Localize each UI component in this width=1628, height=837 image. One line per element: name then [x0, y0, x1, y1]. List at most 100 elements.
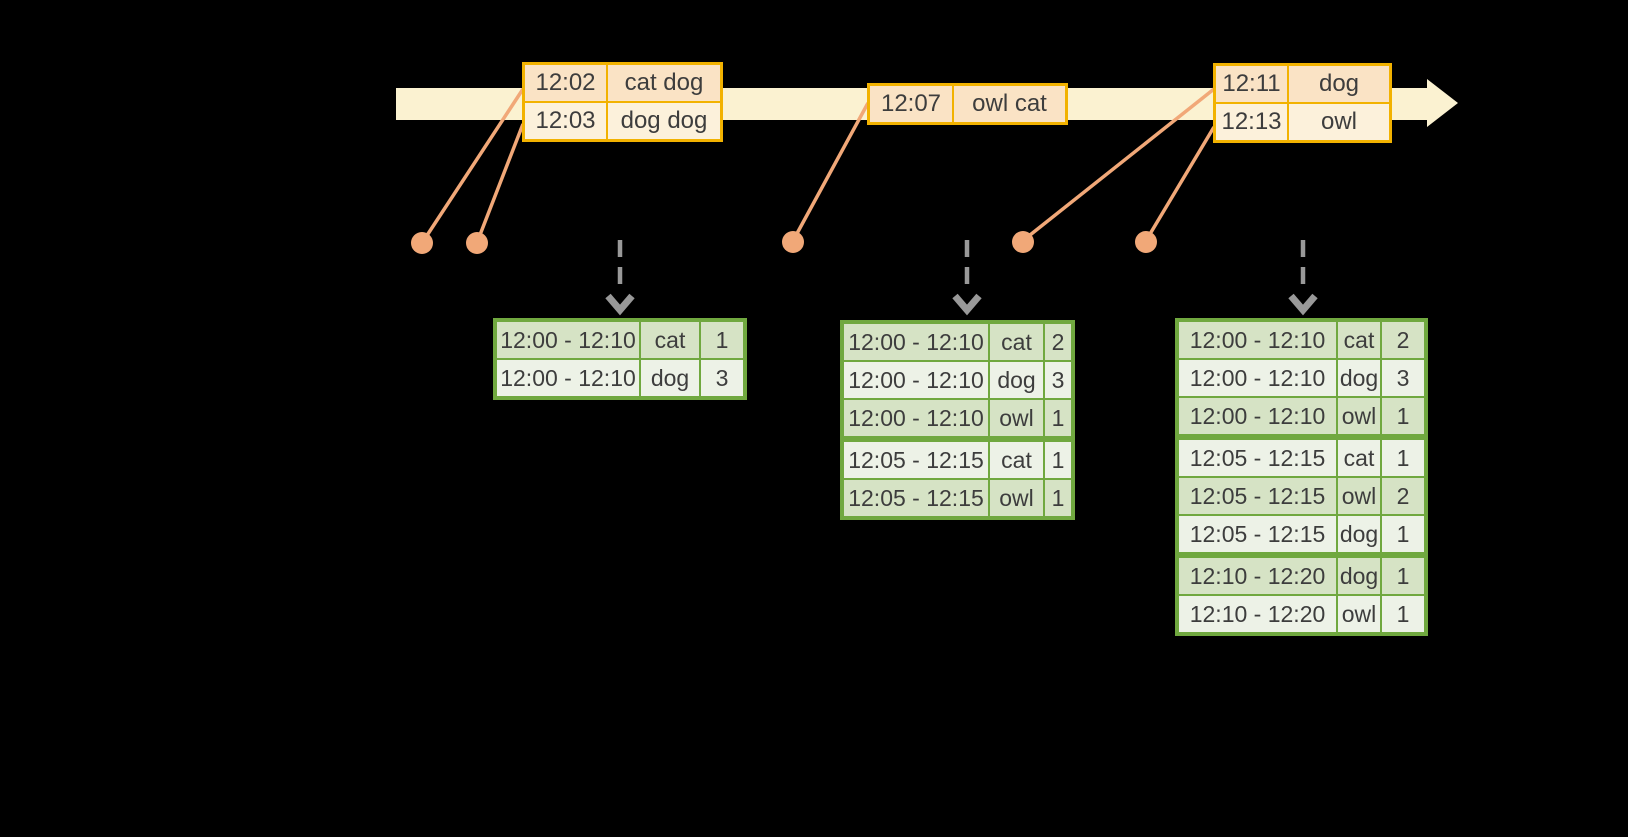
event-connector-line	[422, 88, 525, 241]
table-cell: dog dog	[606, 101, 723, 142]
table-cell: 12:02	[522, 62, 608, 103]
event-connector-line	[792, 102, 870, 240]
table-cell: 1	[1380, 594, 1427, 635]
event-time-axis-arrowhead	[1427, 79, 1458, 127]
table-cell: 1	[1380, 514, 1427, 556]
table-cell: 3	[699, 358, 746, 399]
table-cell: cat	[1336, 319, 1382, 360]
event-marker-dot	[466, 232, 488, 254]
table-cell: dog	[1336, 514, 1382, 556]
table-cell: owl	[988, 398, 1045, 440]
table-cell: 12:00 - 12:10	[1176, 319, 1338, 360]
table-cell: 12:05 - 12:15	[1176, 476, 1338, 516]
table-cell: cat	[1336, 434, 1382, 478]
table-cell: 12:13	[1213, 102, 1289, 143]
table-cell: 3	[1043, 360, 1074, 400]
table-cell: 1	[1043, 478, 1074, 519]
table-cell: 12:00 - 12:10	[841, 321, 990, 362]
table-cell: dog	[1336, 552, 1382, 596]
table-cell: 12:07	[867, 83, 954, 125]
event-marker-dot	[1012, 231, 1034, 253]
table-cell: 1	[1380, 552, 1427, 596]
table-cell: owl	[1336, 476, 1382, 516]
table-cell: 1	[699, 319, 746, 360]
table-cell: 12:05 - 12:15	[841, 478, 990, 519]
table-cell: 12:11	[1213, 63, 1289, 104]
table-cell: cat	[988, 436, 1045, 480]
table-cell: cat	[988, 321, 1045, 362]
table-cell: 12:00 - 12:10	[1176, 358, 1338, 398]
table-cell: 3	[1380, 358, 1427, 398]
table-cell: cat dog	[606, 62, 723, 103]
event-marker-dot	[1135, 231, 1157, 253]
table-cell: owl	[1336, 396, 1382, 438]
table-cell: 12:05 - 12:15	[1176, 434, 1338, 478]
table-cell: dog	[988, 360, 1045, 400]
table-cell: 12:00 - 12:10	[494, 358, 641, 399]
table-cell: owl cat	[952, 83, 1068, 125]
table-cell: 2	[1380, 476, 1427, 516]
table-cell: 12:05 - 12:15	[1176, 514, 1338, 556]
event-connector-line	[476, 123, 525, 241]
table-cell: dog	[1336, 358, 1382, 398]
table-cell: cat	[639, 319, 701, 360]
event-marker-dot	[411, 232, 433, 254]
table-cell: 12:10 - 12:20	[1176, 594, 1338, 635]
event-marker-dot	[782, 231, 804, 253]
event-connector-line	[1023, 87, 1216, 241]
table-cell: 1	[1380, 396, 1427, 438]
table-cell: 12:00 - 12:10	[1176, 396, 1338, 438]
table-cell: dog	[639, 358, 701, 399]
trigger-arrow-head	[952, 293, 982, 316]
table-cell: dog	[1287, 63, 1392, 104]
table-cell: owl	[988, 478, 1045, 519]
table-cell: 12:00 - 12:10	[494, 319, 641, 360]
table-cell: owl	[1336, 594, 1382, 635]
trigger-arrow-head	[1288, 293, 1318, 316]
table-cell: 1	[1043, 436, 1074, 480]
table-cell: 12:00 - 12:10	[841, 360, 990, 400]
table-cell: 12:03	[522, 101, 608, 142]
trigger-arrow-head	[605, 293, 635, 316]
table-cell: 12:05 - 12:15	[841, 436, 990, 480]
event-connector-line	[1145, 126, 1216, 240]
table-cell: 12:00 - 12:10	[841, 398, 990, 440]
table-cell: owl	[1287, 102, 1392, 143]
table-cell: 1	[1043, 398, 1074, 440]
table-cell: 12:10 - 12:20	[1176, 552, 1338, 596]
table-cell: 2	[1380, 319, 1427, 360]
